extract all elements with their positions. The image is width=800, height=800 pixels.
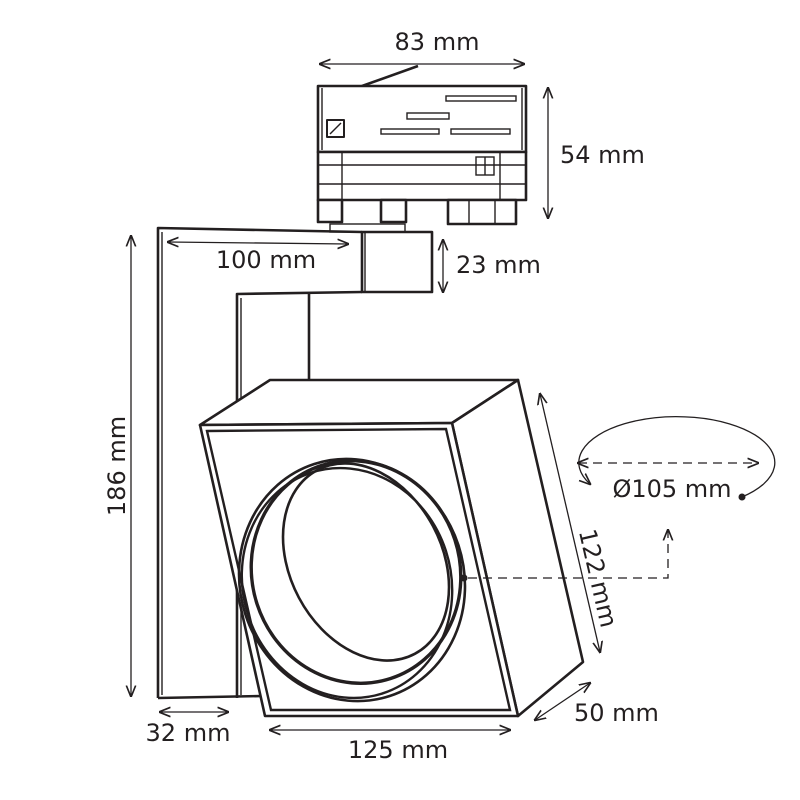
label-adapter-height: 54 mm bbox=[560, 141, 645, 169]
label-bracket-depth: 32 mm bbox=[146, 719, 231, 747]
label-head-width: 125 mm bbox=[348, 736, 448, 764]
dimension-lines bbox=[131, 64, 776, 730]
label-adapter-width: 83 mm bbox=[395, 28, 480, 56]
label-connector-height: 23 mm bbox=[456, 251, 541, 279]
label-total-height: 186 mm bbox=[103, 416, 131, 516]
bracket bbox=[156, 226, 434, 700]
label-arm-length: 100 mm bbox=[216, 246, 316, 274]
label-head-depth: 50 mm bbox=[574, 699, 659, 727]
label-lens-diameter: Ø105 mm bbox=[612, 475, 731, 503]
lamp-head bbox=[198, 378, 585, 718]
track-adapter bbox=[316, 64, 528, 233]
